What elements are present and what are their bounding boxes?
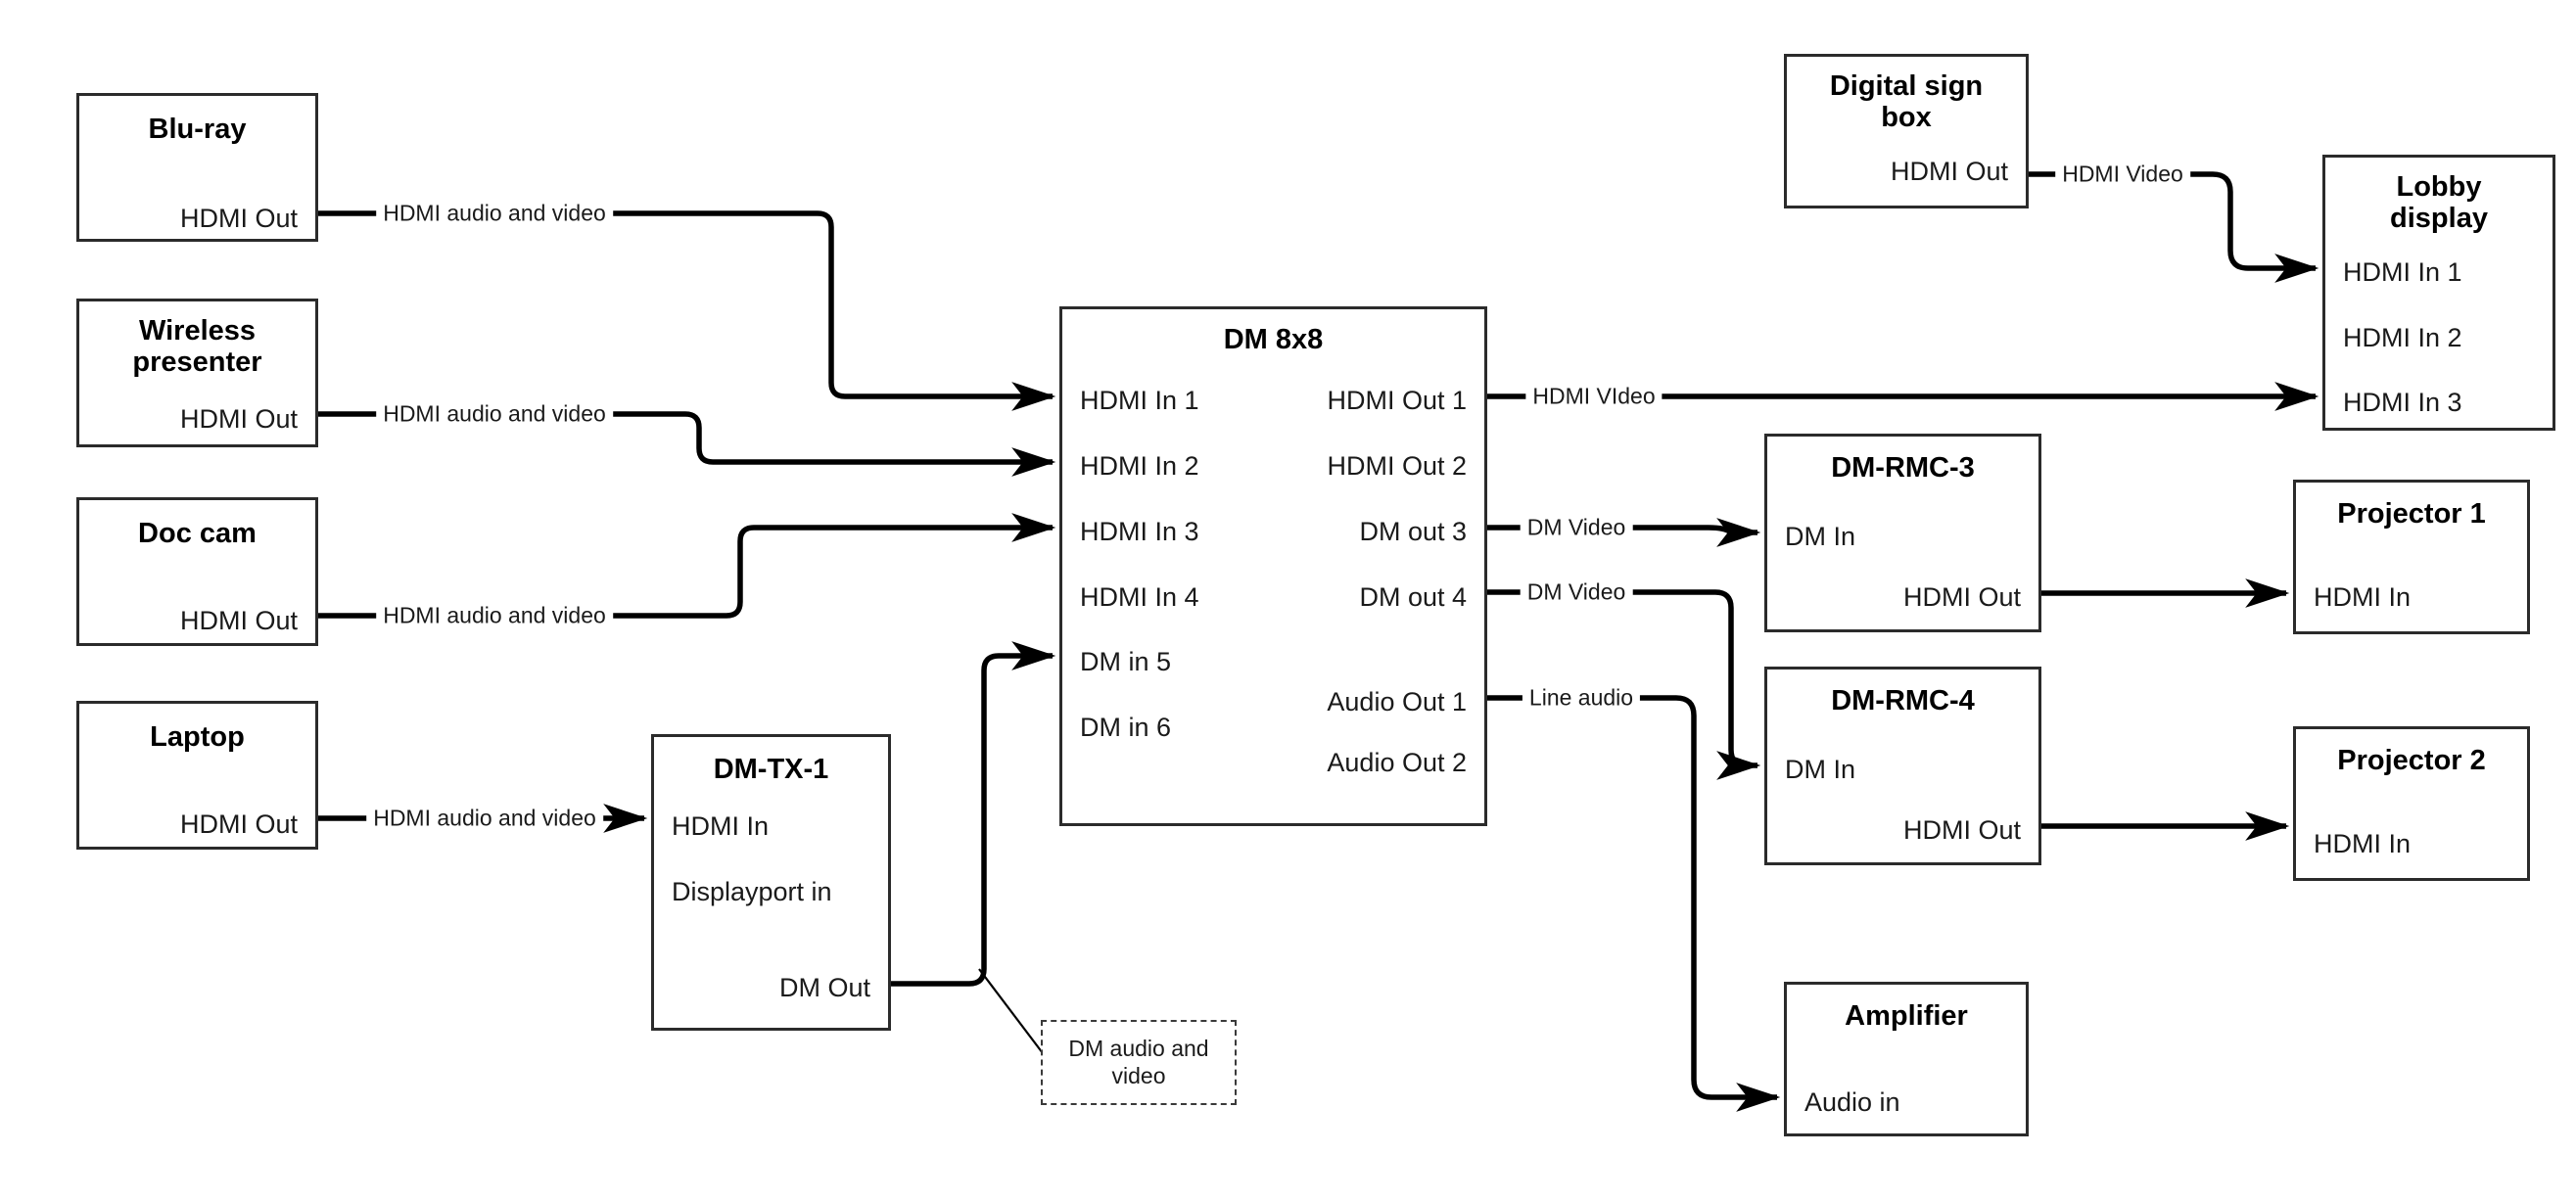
port-hdmi-out: HDMI Out (1902, 815, 2021, 845)
node-projector-1[interactable]: Projector 1 HDMI In (2293, 480, 2530, 634)
node-dm-tx-1[interactable]: DM-TX-1 HDMI In Displayport in DM Out (651, 734, 891, 1031)
node-projector-2[interactable]: Projector 2 HDMI In (2293, 726, 2530, 881)
port-hdmi-in: HDMI In (2314, 582, 2412, 612)
port-hdmi-in: HDMI In (672, 811, 770, 841)
wire-label-wireless: HDMI audio and video (376, 402, 613, 426)
port-hdmi-out: HDMI Out (179, 204, 298, 233)
port-hdmi-out-1: HDMI Out 1 (1327, 386, 1467, 415)
port-hdmi-in: HDMI In (2314, 829, 2412, 858)
wire-label-audio-out-1: Line audio (1522, 686, 1641, 710)
node-title: Lobby display (2390, 171, 2488, 235)
node-dm-8x8[interactable]: DM 8x8 HDMI In 1 HDMI In 2 HDMI In 3 HDM… (1059, 306, 1487, 826)
node-title: Amplifier (1845, 1000, 1968, 1032)
node-title: Digital sign box (1829, 70, 1984, 134)
port-hdmi-out: HDMI Out (179, 404, 298, 434)
port-dm-in: DM In (1785, 522, 1856, 551)
node-title: Doc cam (138, 518, 257, 549)
wire-dmtx1-to-dm8x8 (891, 641, 1056, 987)
wire-label-laptop: HDMI audio and video (366, 807, 603, 830)
node-laptop[interactable]: Laptop HDMI Out (76, 701, 318, 850)
node-title: Laptop (150, 721, 245, 753)
port-dm-in-6: DM in 6 (1080, 713, 1172, 742)
wire-label-bluray: HDMI audio and video (376, 202, 613, 225)
wire-bluray-to-dm8x8 (318, 210, 1056, 411)
node-title: DM-RMC-3 (1831, 452, 1975, 484)
wire-label-dm-out-3: DM Video (1520, 516, 1633, 539)
wire-dm8x8-to-dmrmc4 (1487, 589, 1761, 780)
wire-dm8x8-to-dmrmc3 (1487, 518, 1761, 547)
node-amplifier[interactable]: Amplifier Audio in (1784, 982, 2029, 1136)
port-hdmi-out: HDMI Out (179, 606, 298, 635)
port-hdmi-in-1: HDMI In 1 (1080, 386, 1199, 415)
node-title: DM-TX-1 (713, 754, 829, 785)
port-hdmi-out: HDMI Out (179, 809, 298, 839)
node-title: Blu-ray (148, 114, 247, 145)
port-hdmi-out: HDMI Out (1902, 582, 2021, 612)
port-dm-out-3: DM out 3 (1359, 517, 1467, 546)
port-hdmi-in-4: HDMI In 4 (1080, 582, 1199, 612)
wire-doccam-to-dm8x8 (318, 513, 1056, 619)
port-audio-in: Audio in (1804, 1087, 1900, 1117)
port-displayport-in: Displayport in (672, 877, 832, 906)
node-doc-cam[interactable]: Doc cam HDMI Out (76, 497, 318, 646)
node-title: Wireless presenter (132, 315, 262, 379)
port-hdmi-in-3: HDMI In 3 (2343, 388, 2462, 417)
node-digital-sign-box[interactable]: Digital sign box HDMI Out (1784, 54, 2029, 208)
node-title: DM 8x8 (1223, 324, 1324, 355)
wire-label-hdmi-out-1: HDMI VIdeo (1525, 385, 1663, 408)
node-title: Projector 1 (2337, 498, 2486, 530)
wire-label-signbox: HDMI Video (2055, 162, 2190, 186)
node-title: Projector 2 (2337, 745, 2486, 776)
port-hdmi-out-2: HDMI Out 2 (1327, 451, 1467, 481)
port-hdmi-in-2: HDMI In 2 (2343, 323, 2462, 352)
wire-wireless-to-dm8x8 (318, 411, 1056, 477)
wire-label-dm-out-4: DM Video (1520, 580, 1633, 604)
wire-signbox-to-lobby (2029, 171, 2319, 283)
port-dm-in-5: DM in 5 (1080, 647, 1172, 676)
port-hdmi-in-3: HDMI In 3 (1080, 517, 1199, 546)
port-dm-out-4: DM out 4 (1359, 582, 1467, 612)
port-hdmi-out: HDMI Out (1890, 157, 2008, 186)
port-hdmi-in-2: HDMI In 2 (1080, 451, 1199, 481)
node-bluray[interactable]: Blu-ray HDMI Out (76, 93, 318, 242)
port-dm-in: DM In (1785, 755, 1856, 784)
callout-dm-audio-and-video: DM audio and video (1041, 1020, 1237, 1105)
node-wireless-presenter[interactable]: Wireless presenter HDMI Out (76, 299, 318, 447)
node-title: DM-RMC-4 (1831, 685, 1975, 716)
node-dm-rmc-3[interactable]: DM-RMC-3 DM In HDMI Out (1764, 434, 2041, 632)
node-dm-rmc-4[interactable]: DM-RMC-4 DM In HDMI Out (1764, 667, 2041, 865)
wire-label-doccam: HDMI audio and video (376, 604, 613, 627)
port-hdmi-in-1: HDMI In 1 (2343, 257, 2462, 287)
node-lobby-display[interactable]: Lobby display HDMI In 1 HDMI In 2 HDMI I… (2322, 155, 2555, 431)
port-audio-out-1: Audio Out 1 (1327, 687, 1467, 716)
port-dm-out: DM Out (778, 973, 870, 1002)
port-audio-out-2: Audio Out 2 (1327, 748, 1467, 777)
callout-leader-line (978, 968, 1047, 1058)
wire-dm8x8-to-amplifier (1487, 695, 1781, 1112)
